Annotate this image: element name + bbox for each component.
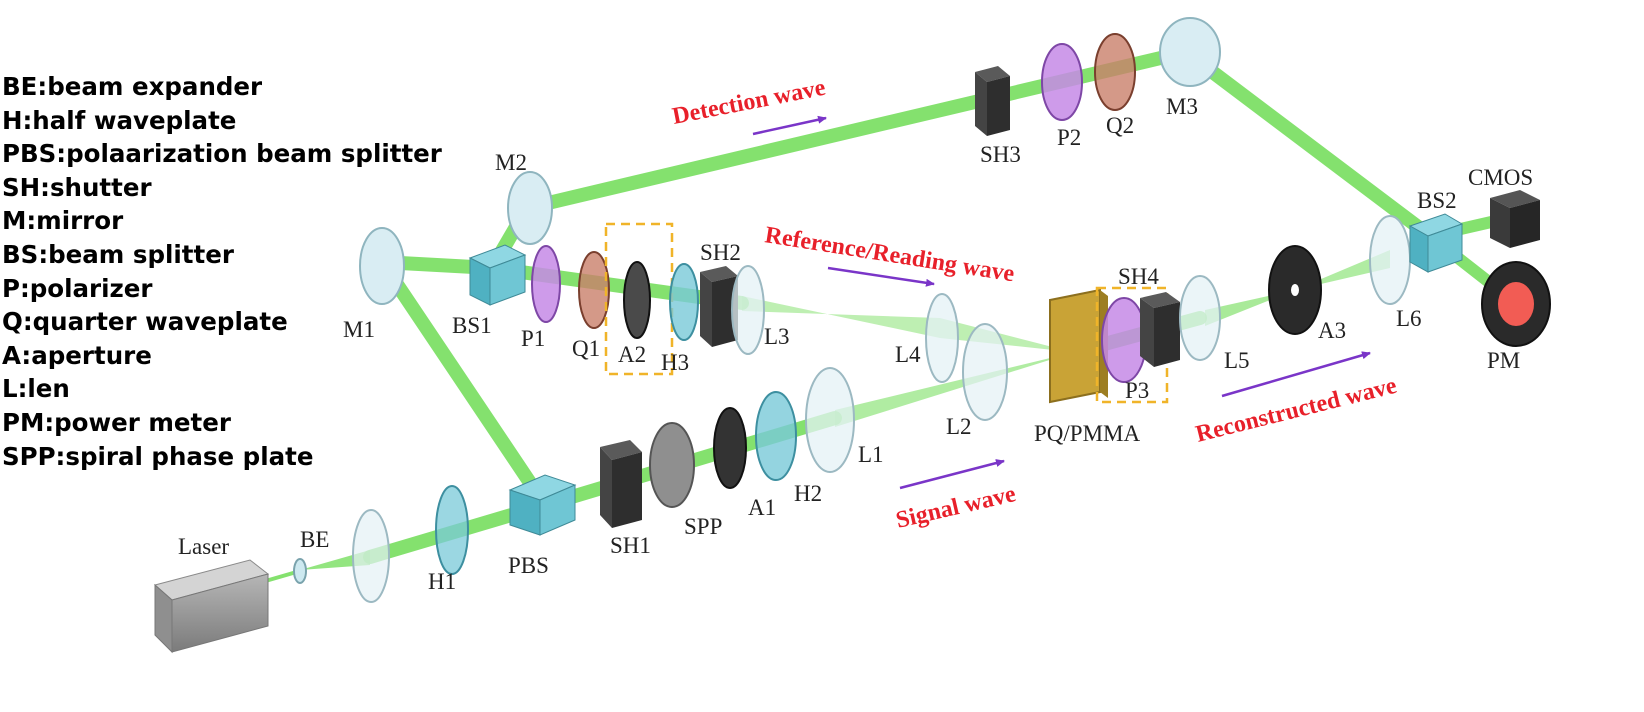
legend-item: BE:beam expander bbox=[2, 72, 263, 101]
label-bs1: BS1 bbox=[452, 313, 492, 338]
power-meter bbox=[1481, 261, 1551, 347]
polarization-beam-splitter bbox=[508, 474, 577, 536]
beam-splitter-bs1 bbox=[468, 244, 527, 306]
label-p1: P1 bbox=[521, 326, 545, 351]
label-sh1: SH1 bbox=[610, 533, 651, 558]
label-m1: M1 bbox=[343, 317, 375, 342]
label-l4: L4 bbox=[895, 342, 921, 367]
reconstructed-wave-label: Reconstructed wave bbox=[1193, 373, 1399, 448]
label-a3: A3 bbox=[1318, 318, 1346, 343]
legend-item: A:aperture bbox=[2, 340, 152, 370]
polarizer-p3 bbox=[1101, 297, 1147, 383]
label-cmos: CMOS bbox=[1468, 165, 1533, 190]
label-sh4: SH4 bbox=[1118, 264, 1159, 289]
label-q2: Q2 bbox=[1106, 113, 1134, 138]
label-laser: Laser bbox=[178, 534, 229, 559]
aperture-a3 bbox=[1268, 245, 1322, 335]
collimating-lens bbox=[352, 509, 390, 603]
beam-splitter-bs2 bbox=[1408, 213, 1464, 273]
legend-item: M:mirror bbox=[2, 206, 124, 236]
label-h3: H3 bbox=[661, 350, 689, 375]
label-a2: A2 bbox=[618, 342, 646, 367]
spiral-phase-plate bbox=[649, 422, 695, 508]
label-sh2: SH2 bbox=[700, 240, 741, 265]
quarter-waveplate-q2 bbox=[1094, 33, 1136, 111]
half-waveplate-h2 bbox=[755, 391, 797, 481]
signal-arrow bbox=[899, 459, 1005, 490]
label-l5: L5 bbox=[1224, 348, 1250, 373]
legend-item: PM:power meter bbox=[2, 407, 231, 437]
legend-item: BS:beam splitter bbox=[2, 239, 234, 269]
legend-item: P:polarizer bbox=[2, 273, 153, 303]
pq-pmma-sample bbox=[1049, 288, 1108, 404]
reconstructed-arrow bbox=[1221, 351, 1371, 398]
label-a1: A1 bbox=[748, 495, 776, 520]
half-waveplate-h3 bbox=[669, 263, 699, 341]
shutter-sh1 bbox=[600, 440, 642, 528]
lens-l1 bbox=[805, 367, 855, 473]
lens-l4 bbox=[925, 293, 959, 383]
beam-detection-arm bbox=[520, 45, 1193, 215]
legend-item: SH:shutter bbox=[2, 172, 152, 202]
shutter-sh4 bbox=[1140, 292, 1180, 367]
mirror-m1 bbox=[359, 227, 405, 305]
component-labels: Laser BE H1 PBS SH1 SPP A1 H2 L1 L2 PQ/P… bbox=[178, 94, 1533, 594]
legend-item: SPP:spiral phase plate bbox=[2, 441, 314, 471]
lens-l2 bbox=[962, 323, 1008, 421]
label-h2: H2 bbox=[794, 481, 822, 506]
label-bs2: BS2 bbox=[1417, 188, 1457, 213]
label-q1: Q1 bbox=[572, 336, 600, 361]
label-p3: P3 bbox=[1125, 378, 1149, 403]
aperture-a1 bbox=[713, 407, 747, 489]
legend-item: L:len bbox=[2, 374, 70, 404]
laser bbox=[153, 559, 270, 654]
label-l2: L2 bbox=[946, 414, 972, 439]
label-l1: L1 bbox=[858, 442, 884, 467]
label-pm: PM bbox=[1487, 348, 1520, 373]
signal-wave-label: Signal wave bbox=[894, 481, 1019, 534]
direction-arrows bbox=[752, 115, 1371, 490]
beam-m3-bs2 bbox=[1179, 45, 1437, 243]
label-m3: M3 bbox=[1166, 94, 1198, 119]
label-pbs: PBS bbox=[508, 553, 549, 578]
label-sh3: SH3 bbox=[980, 142, 1021, 167]
label-spp: SPP bbox=[684, 514, 722, 539]
label-l6: L6 bbox=[1396, 306, 1422, 331]
half-waveplate-h1 bbox=[435, 485, 469, 575]
label-m2: M2 bbox=[495, 150, 527, 175]
label-h1: H1 bbox=[428, 569, 456, 594]
polarizer-p2 bbox=[1041, 43, 1083, 121]
label-p2: P2 bbox=[1057, 125, 1081, 150]
mirror-m3 bbox=[1159, 17, 1221, 87]
polarizer-p1 bbox=[531, 245, 561, 323]
lens-l3 bbox=[731, 265, 765, 355]
lens-l6 bbox=[1369, 215, 1411, 305]
reference-arrow bbox=[827, 266, 935, 287]
legend-item: Q:quarter waveplate bbox=[2, 307, 288, 337]
cmos-camera bbox=[1490, 190, 1540, 248]
beam-pbs-m1 bbox=[375, 255, 552, 512]
lens-l5 bbox=[1179, 275, 1221, 361]
label-pq-pmma: PQ/PMMA bbox=[1034, 421, 1140, 446]
beam-signal-cone bbox=[835, 352, 1075, 427]
legend-item: PBS:polaarization beam splitter bbox=[2, 139, 442, 169]
legend-item: H:half waveplate bbox=[2, 105, 237, 135]
mirror-m2 bbox=[507, 171, 553, 245]
shutter-sh3 bbox=[975, 66, 1010, 136]
beam-expander bbox=[293, 558, 307, 584]
quarter-waveplate-q1 bbox=[578, 251, 610, 329]
shutter-sh2 bbox=[700, 266, 738, 347]
aperture-a2 bbox=[623, 261, 651, 339]
abbreviation-legend: BE:beam expander H:half waveplate PBS:po… bbox=[2, 70, 472, 473]
label-be: BE bbox=[300, 527, 329, 552]
label-l3: L3 bbox=[764, 324, 790, 349]
detection-arrow bbox=[752, 115, 827, 136]
